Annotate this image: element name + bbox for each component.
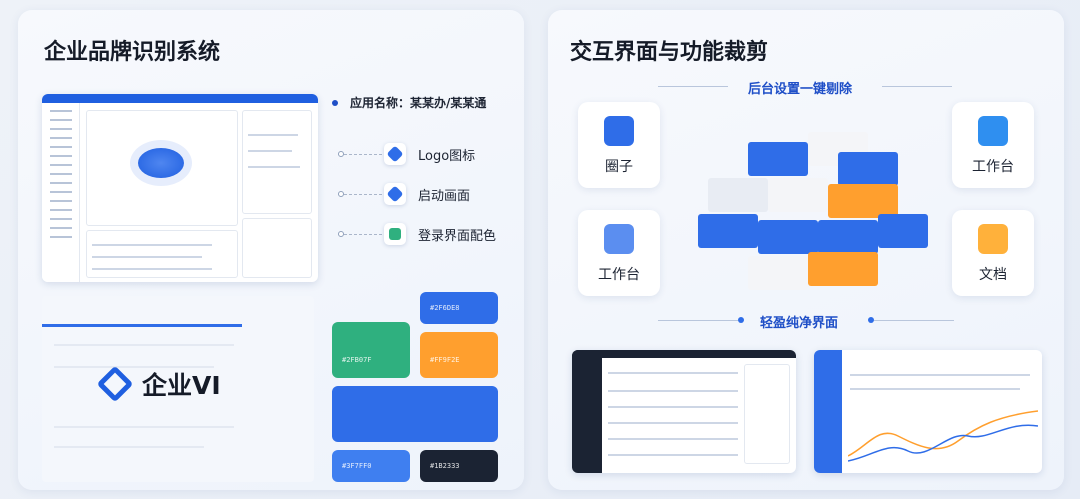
brand-label: 企业VI xyxy=(142,371,221,400)
swatch-label: #3F7FF0 xyxy=(342,462,372,470)
trend-chart xyxy=(848,410,1038,462)
card-label: 文档 xyxy=(979,267,1007,283)
document-icon xyxy=(604,224,634,254)
card-label: 工作台 xyxy=(598,267,640,283)
circle-app-icon xyxy=(604,116,634,146)
dark-admin-screenshot xyxy=(572,350,796,473)
card-documents: 文档 xyxy=(952,210,1034,296)
swatch-label: #2FB07F xyxy=(342,356,372,364)
card-workbench: 工作台 xyxy=(578,210,660,296)
vi-backdrop-screenshot xyxy=(42,296,314,482)
lego-bricks-illustration xyxy=(688,122,938,302)
panel-title: 交互界面与功能裁剪 xyxy=(570,40,769,65)
feature-splash-screen: 启动画面 xyxy=(384,183,470,205)
color-swatch: #2FB07F xyxy=(332,322,410,378)
card-label: 圈子 xyxy=(605,159,633,175)
login-palette-icon xyxy=(384,223,406,245)
bottom-subtitle: 轻盈纯净界面 xyxy=(760,316,839,331)
feature-login-palette: 登录界面配色 xyxy=(384,223,496,245)
ui-customization-panel: 交互界面与功能裁剪 后台设置一键剔除 圈子 工作台 工作台 文档 轻盈纯净界面 xyxy=(548,10,1064,490)
logo-icon xyxy=(384,143,406,165)
color-swatch: #FF9F2E xyxy=(420,332,498,378)
blocks-icon xyxy=(978,116,1008,146)
card-circle: 圈子 xyxy=(578,102,660,188)
feature-logo-icon: Logo图标 xyxy=(384,143,475,165)
color-swatch: #1B2333 xyxy=(420,450,498,482)
splash-icon xyxy=(384,183,406,205)
color-swatch-large xyxy=(332,386,498,442)
vi-brand-mark: 企业VI xyxy=(96,365,221,403)
feature-label: 启动画面 xyxy=(418,188,471,204)
folder-icon xyxy=(978,224,1008,254)
feature-label: 登录界面配色 xyxy=(418,228,497,244)
color-swatch: #3F7FF0 xyxy=(332,450,410,482)
card-workbench-blocks: 工作台 xyxy=(952,102,1034,188)
light-admin-screenshot xyxy=(814,350,1042,473)
app-name-label: 应用名称：某某办/某某通 xyxy=(350,96,487,110)
admin-preview-screenshot xyxy=(42,94,318,282)
card-label: 工作台 xyxy=(972,159,1014,175)
swatch-label: #FF9F2E xyxy=(430,356,460,364)
brand-identity-panel: 企业品牌识别系统 应用名称：某某办/某某通 Logo图标 启动画面 登录界面配色 xyxy=(18,10,524,490)
swatch-label: #1B2333 xyxy=(430,462,460,470)
feature-label: Logo图标 xyxy=(418,148,476,164)
swatch-label: #2F6DE8 xyxy=(430,304,460,312)
color-swatch: #2F6DE8 xyxy=(420,292,498,324)
panel-title: 企业品牌识别系统 xyxy=(44,40,221,65)
top-subtitle: 后台设置一键剔除 xyxy=(748,82,853,97)
brand-logo-icon xyxy=(96,365,134,403)
